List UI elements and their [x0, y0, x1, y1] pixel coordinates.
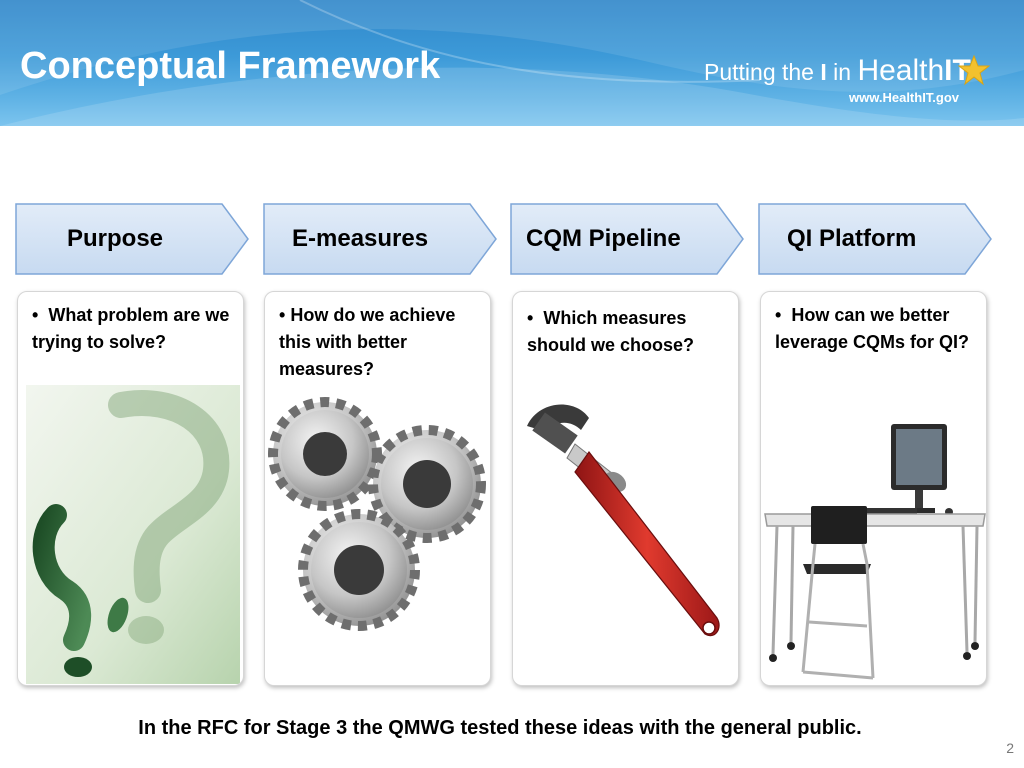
logo-text: Putting the I in HealthIT: [704, 54, 971, 87]
header-swirl-decoration: [0, 0, 1024, 126]
card-question: • Which measures should we choose?: [527, 308, 695, 355]
card-question: • What problem are we trying to solve?: [32, 305, 230, 352]
chevron-shape: [263, 203, 497, 275]
desk-legs: [771, 525, 979, 655]
pipe-wrench-icon: [527, 404, 720, 637]
step-label: CQM Pipeline: [526, 225, 681, 252]
step-label: E-measures: [292, 225, 429, 252]
chevron-shape: [510, 203, 744, 275]
computer-desk-icon: [764, 424, 986, 680]
step-chevron-purpose: Purpose: [15, 203, 250, 275]
monitor: [891, 424, 947, 513]
step-label: QI Platform: [787, 225, 917, 252]
question-mark-icon: [26, 385, 240, 684]
star-icon: [958, 54, 990, 86]
healthit-logo: Putting the I in HealthIT www.HealthIT.g…: [704, 54, 1004, 116]
desk-top: [764, 513, 986, 527]
step-card-cqm-pipeline: • Which measures should we choose?: [512, 291, 739, 686]
gear-right: [368, 425, 486, 543]
step-label: Purpose: [67, 225, 164, 252]
chevron-shape: [15, 203, 249, 275]
slide-title: Conceptual Framework: [20, 45, 441, 87]
gear-bottom: [298, 509, 420, 631]
logo-url: www.HealthIT.gov: [849, 90, 960, 105]
footer-note: In the RFC for Stage 3 the QMWG tested t…: [138, 717, 862, 739]
gear-top-left: [268, 397, 382, 511]
chevron-shape: [758, 203, 992, 275]
chair: [801, 506, 875, 680]
step-chevron-qi-platform: QI Platform: [758, 203, 993, 275]
page-number: 2: [1006, 740, 1014, 756]
step-card-e-measures: • How do we achieve this with better mea…: [264, 291, 491, 686]
card-question: • How can we better leverage CQMs for QI…: [775, 305, 970, 352]
gears-icon: [268, 397, 486, 631]
step-card-qi-platform: • How can we better leverage CQMs for QI…: [760, 291, 987, 686]
slide-header: Conceptual Framework Putting the I in He…: [0, 0, 1024, 126]
step-chevron-e-measures: E-measures: [263, 203, 498, 275]
step-card-purpose: • What problem are we trying to solve?: [17, 291, 244, 686]
card-question: • How do we achieve this with better mea…: [279, 305, 456, 379]
step-chevron-cqm-pipeline: CQM Pipeline: [510, 203, 745, 275]
keyboard: [867, 508, 917, 516]
